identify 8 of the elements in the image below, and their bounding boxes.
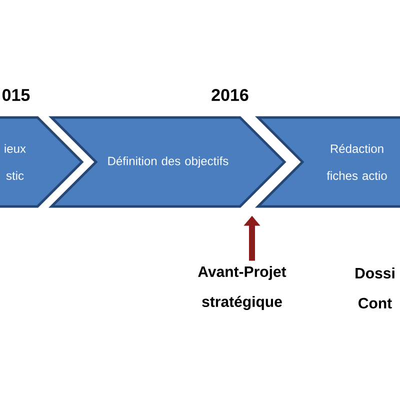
year-label: 015 bbox=[2, 88, 30, 102]
milestone-text: Dossi Cont bbox=[356, 268, 394, 308]
milestone-text: Avant-Projet stratégique bbox=[198, 266, 286, 310]
chevron-box: Définition des objectifs bbox=[48, 116, 286, 208]
chevron-box: ieux stic bbox=[0, 116, 84, 208]
node-label: Rédaction fiches actio bbox=[326, 144, 387, 180]
year-label: 2016 bbox=[212, 88, 248, 102]
chevron-box: Rédaction fiches actio bbox=[254, 116, 400, 208]
